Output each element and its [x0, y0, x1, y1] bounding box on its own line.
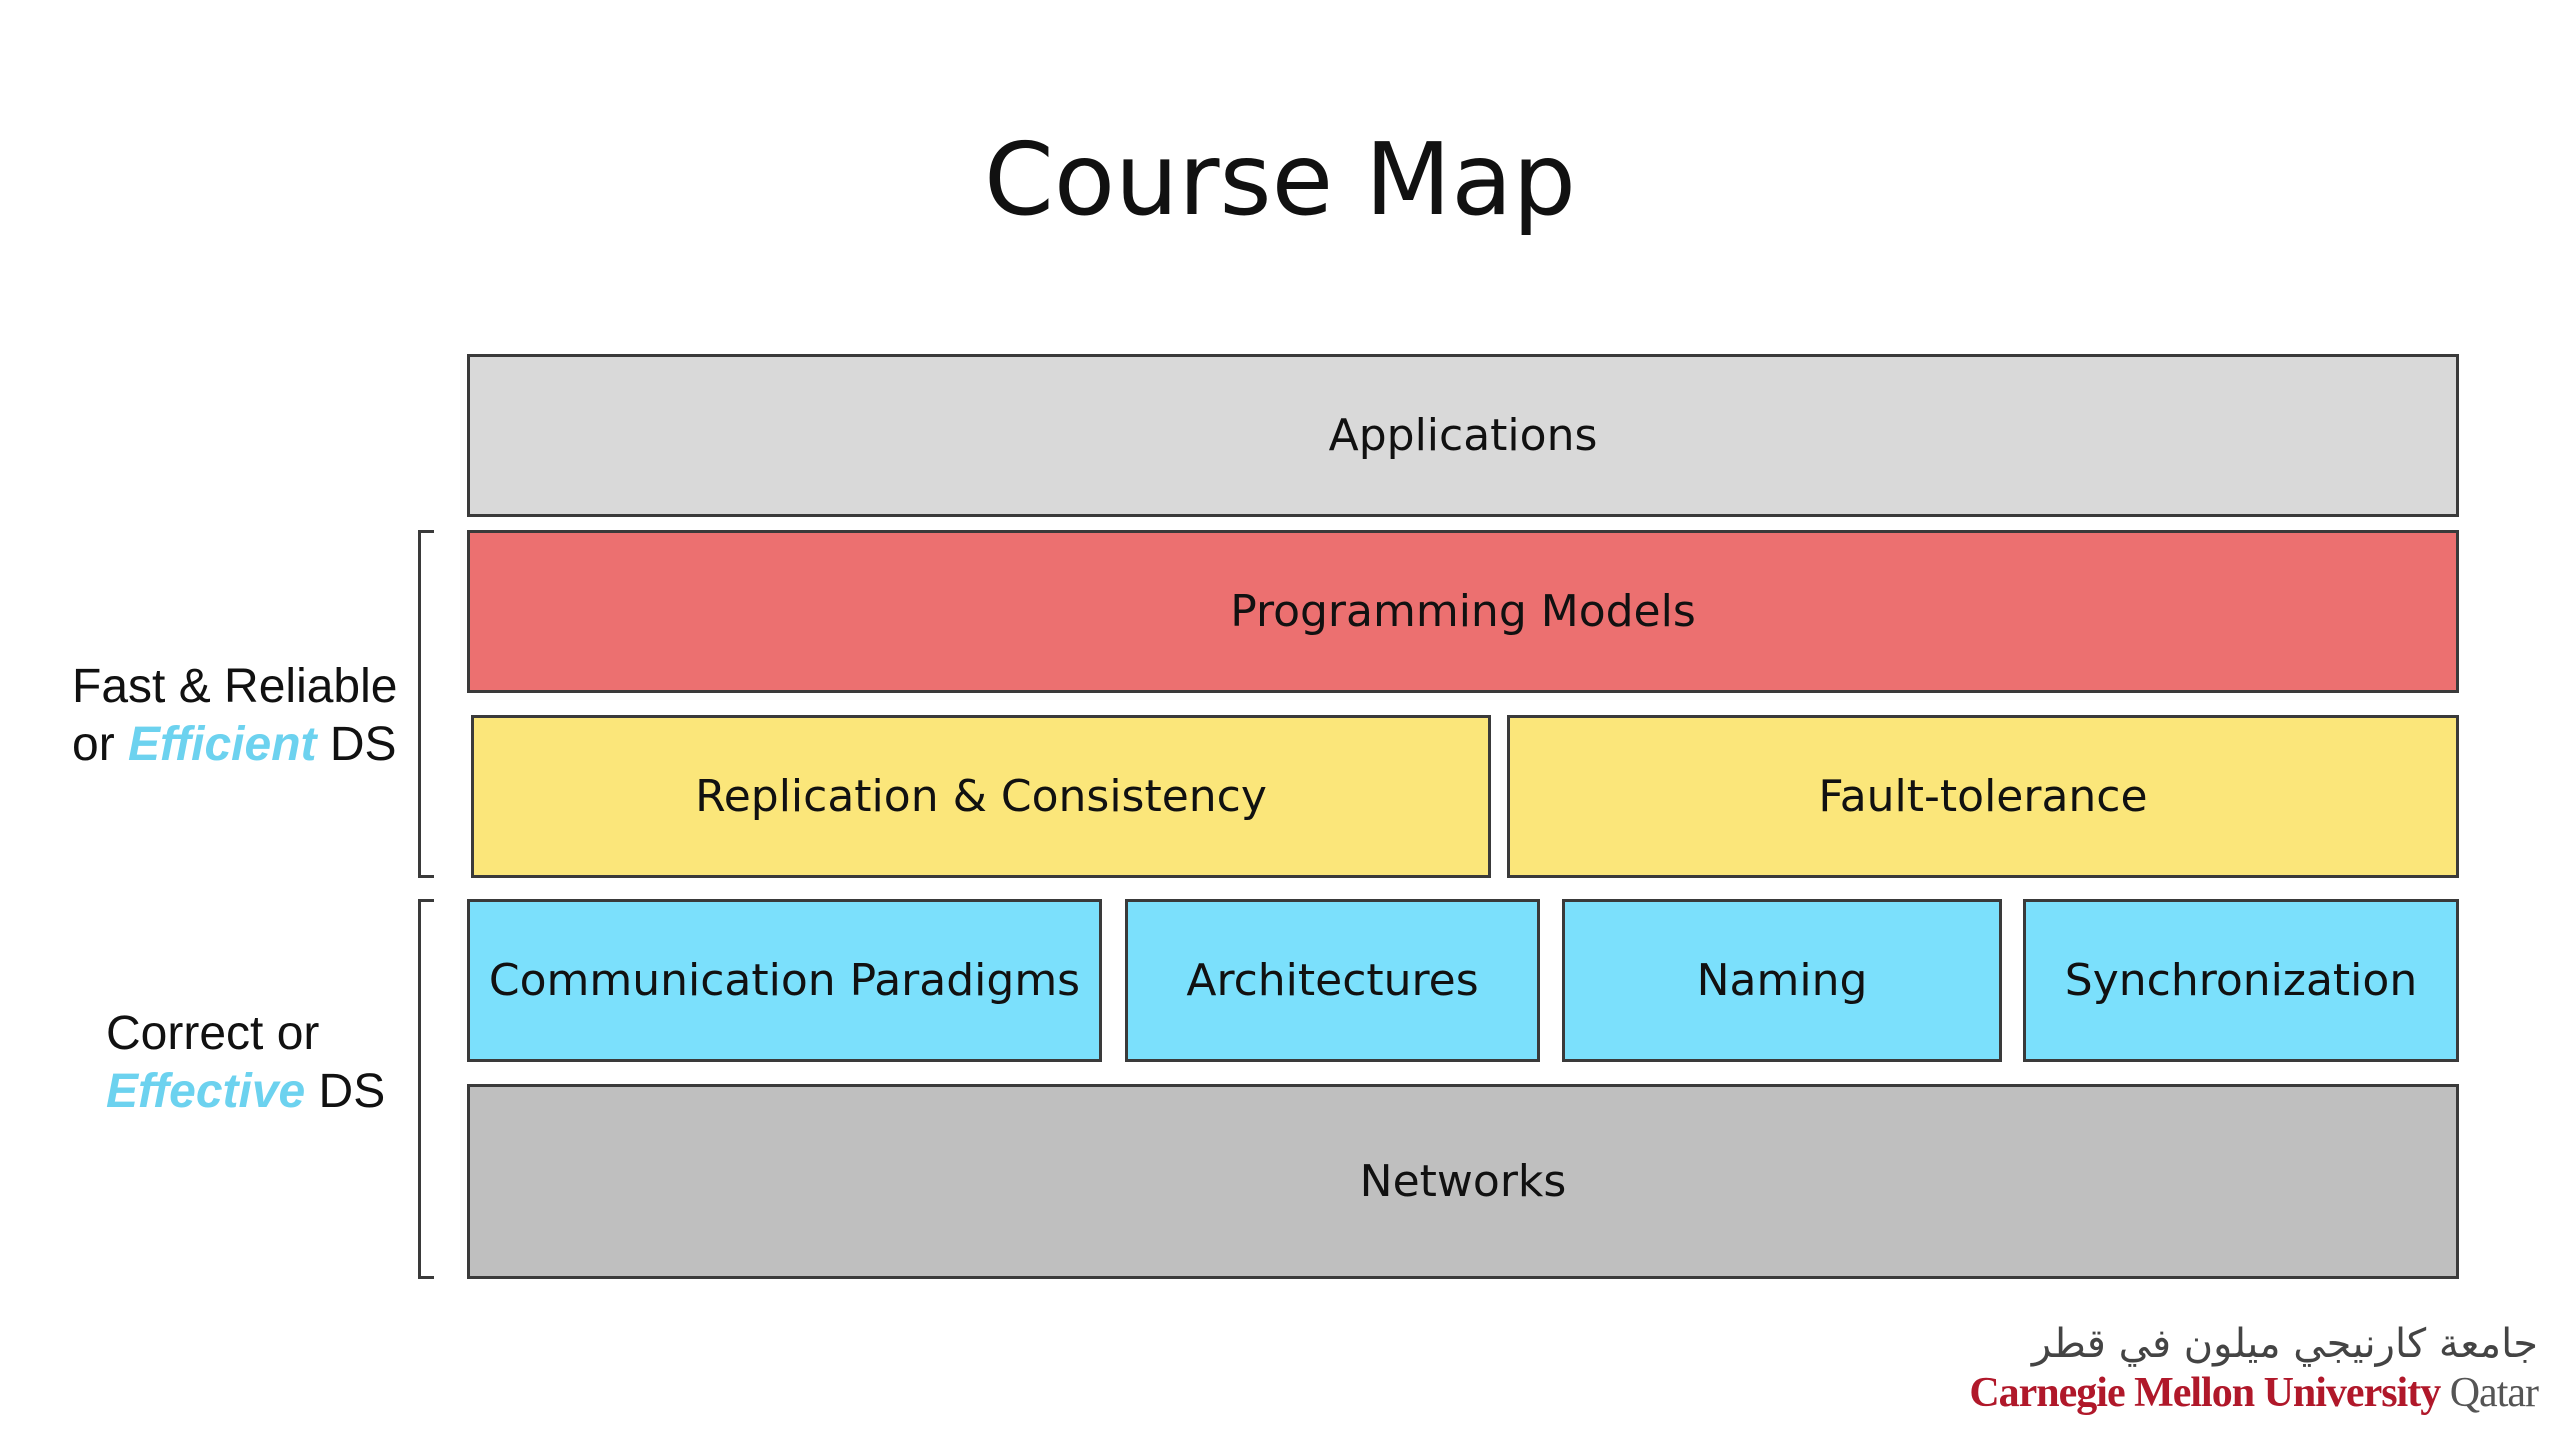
side-label-upper-line2: or Efficient DS — [72, 716, 397, 774]
side-label-lower-line1: Correct or — [106, 1007, 320, 1060]
upper-bracket — [418, 530, 434, 878]
layer-programming-models: Programming Models — [467, 530, 2459, 693]
logo-qatar: Qatar — [2440, 1370, 2539, 1416]
logo-arabic-text: جامعة كارنيجي ميلون في قطر — [2031, 1321, 2538, 1367]
slide-title: Course Map — [984, 121, 1576, 238]
layer-networks: Networks — [467, 1084, 2459, 1279]
layer-applications-label: Applications — [1328, 410, 1598, 461]
layer-replication-consistency: Replication & Consistency — [471, 715, 1491, 878]
layer-applications: Applications — [467, 354, 2459, 517]
side-label-effective: Effective — [106, 1065, 306, 1118]
layer-communication-paradigms-label: Communication Paradigms — [488, 955, 1081, 1006]
side-label-lower-suffix: DS — [305, 1065, 386, 1118]
side-label-upper-line1: Fast & Reliable — [72, 660, 398, 713]
layer-naming-label: Naming — [1696, 955, 1868, 1006]
layer-replication-consistency-label: Replication & Consistency — [695, 771, 1267, 822]
layer-synchronization: Synchronization — [2023, 899, 2459, 1062]
layer-fault-tolerance: Fault-tolerance — [1507, 715, 2459, 878]
side-label-efficient: Efficient — [128, 718, 317, 771]
layer-programming-models-label: Programming Models — [1230, 586, 1696, 637]
side-label-lower: Correct or Effective DS — [106, 1005, 385, 1121]
layer-architectures: Architectures — [1125, 899, 1540, 1062]
lower-bracket — [418, 899, 434, 1279]
layer-naming: Naming — [1562, 899, 2002, 1062]
side-label-upper-prefix: or — [72, 718, 129, 771]
side-label-upper: Fast & Reliable or Efficient DS — [72, 658, 397, 774]
layer-fault-tolerance-label: Fault-tolerance — [1818, 771, 2148, 822]
side-label-lower-line2: Effective DS — [106, 1063, 385, 1121]
logo-cmu: Carnegie Mellon University — [1969, 1370, 2441, 1416]
layer-communication-paradigms: Communication Paradigms — [467, 899, 1102, 1062]
logo-english-text: Carnegie Mellon University Qatar — [1969, 1368, 2539, 1418]
layer-networks-label: Networks — [1359, 1156, 1567, 1207]
side-label-upper-suffix: DS — [316, 718, 397, 771]
cmu-qatar-logo: جامعة كارنيجي ميلون في قطر Carnegie Mell… — [1969, 1320, 2539, 1418]
layer-synchronization-label: Synchronization — [2064, 955, 2418, 1006]
layer-architectures-label: Architectures — [1186, 955, 1479, 1006]
